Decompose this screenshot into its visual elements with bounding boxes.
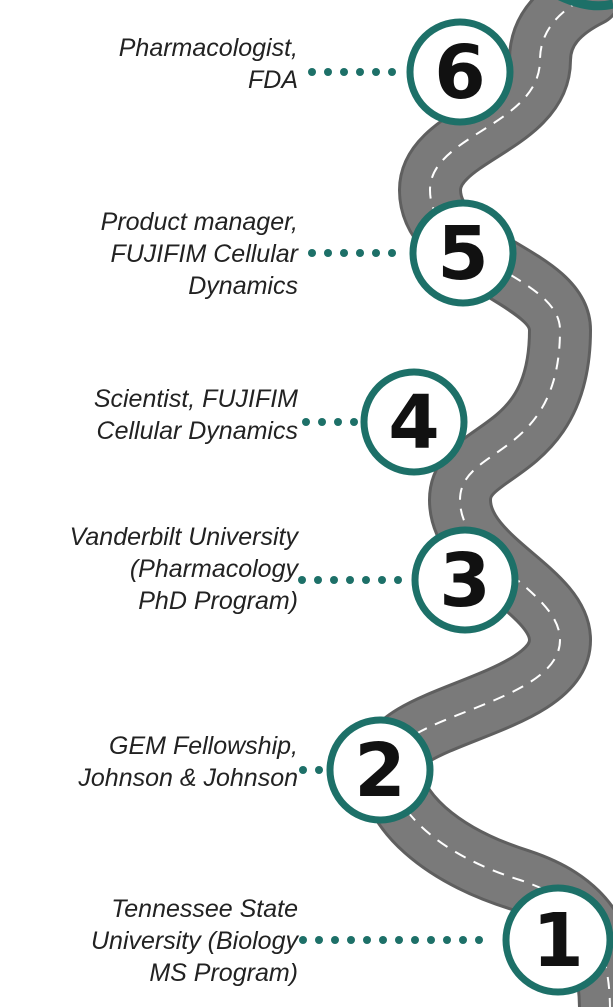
connector-dot [330, 576, 338, 584]
connector-dot [411, 936, 419, 944]
milestone-1-label: Tennessee State University (Biology MS P… [90, 895, 298, 987]
road-surface [360, 0, 613, 1007]
milestone-ring [406, 18, 514, 126]
connector-dot [314, 576, 322, 584]
connector-dot [334, 418, 342, 426]
connector-dot [388, 249, 396, 257]
milestone-number: 6 [434, 30, 486, 116]
milestone-number: 4 [388, 380, 440, 466]
connector-dot [299, 766, 307, 774]
connector-dot [394, 576, 402, 584]
connector-dot [362, 576, 370, 584]
lane-marking [388, 0, 611, 1007]
milestone-3-label: Vanderbilt University (Pharmacology PhD … [69, 523, 298, 615]
top-marker-arc [558, 0, 613, 11]
milestone-6-marker: 6 [406, 18, 514, 126]
connector-dot [315, 766, 323, 774]
milestone-5-label: Product manager, FUJIFIM Cellular Dynami… [100, 208, 298, 300]
connector-dot [459, 936, 467, 944]
connector-dot [298, 576, 306, 584]
connector-dot [475, 936, 483, 944]
connector-dot [388, 68, 396, 76]
milestone-number: 5 [437, 211, 489, 297]
connector-dot [340, 68, 348, 76]
milestone-3-marker: 3 [411, 526, 519, 634]
milestone-ring [326, 716, 434, 824]
milestone-2-marker: 2 [326, 716, 434, 824]
milestone-4-marker: 4 [360, 368, 468, 476]
connector-dot [372, 249, 380, 257]
connector-dot [363, 936, 371, 944]
connector-dot [346, 576, 354, 584]
milestone-number: 2 [354, 728, 406, 814]
milestone-ring [411, 526, 519, 634]
milestone-number: 1 [532, 898, 584, 984]
connector-dot [308, 249, 316, 257]
connector-dot [378, 576, 386, 584]
milestone-2-label: GEM Fellowship, Johnson & Johnson [78, 732, 298, 792]
milestone-4-label: Scientist, FUJIFIM Cellular Dynamics [93, 385, 298, 445]
connector-dot [347, 936, 355, 944]
milestone-number: 3 [439, 538, 491, 624]
milestone-5-marker: 5 [409, 199, 517, 307]
connector-dot [324, 249, 332, 257]
milestone-1-marker: 1 [502, 884, 613, 996]
connector-dot [299, 936, 307, 944]
connector-dot [395, 936, 403, 944]
connector-dot [379, 936, 387, 944]
connector-dot [356, 249, 364, 257]
connector-dot [350, 418, 358, 426]
connector-dot [427, 936, 435, 944]
connector-dot [356, 68, 364, 76]
connector-dot [318, 418, 326, 426]
milestone-ring [409, 199, 517, 307]
connector-dot [315, 936, 323, 944]
connector-dot [302, 418, 310, 426]
connector-dot [324, 68, 332, 76]
milestone-ring [360, 368, 468, 476]
connector-dot [308, 68, 316, 76]
connector-dot [372, 68, 380, 76]
connector-dot [340, 249, 348, 257]
connector-dot [443, 936, 451, 944]
milestone-ring [502, 884, 613, 996]
connector-dot [331, 936, 339, 944]
milestone-6-label: Pharmacologist, FDA [118, 34, 298, 94]
